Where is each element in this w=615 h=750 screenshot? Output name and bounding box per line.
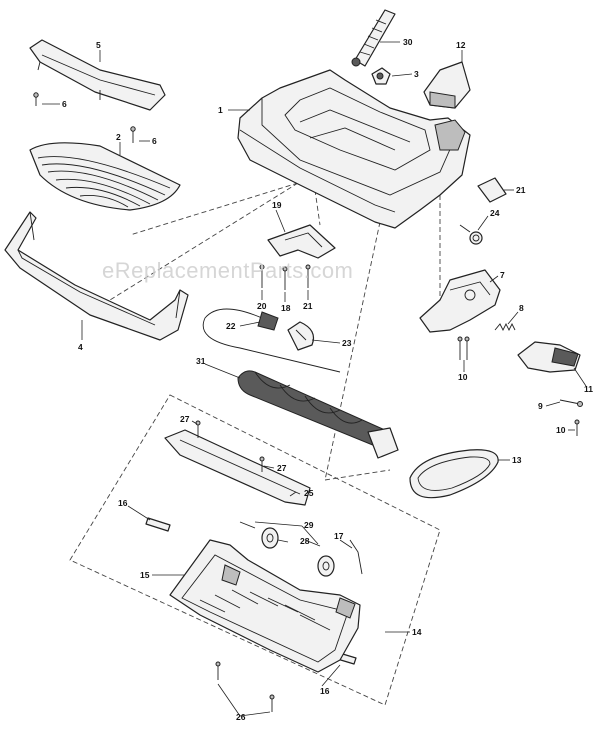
callout-18: 18 [281,303,291,313]
part-wheel-29b [317,555,335,577]
part-fitting [371,67,391,85]
part-pin [559,399,583,407]
callout-7: 7 [500,270,505,280]
assembly-guide-lines [69,182,441,706]
part-screw-27b [259,456,265,472]
callout-10b: 10 [556,425,566,435]
callout-6a: 6 [62,99,67,109]
part-plate [267,224,336,259]
callout-8: 8 [519,303,524,313]
part-screw-21b [305,264,311,288]
part-lamp-socket [202,308,341,373]
callout-22: 22 [226,321,236,331]
part-main-housing [237,69,471,229]
part-screws-25 [215,661,275,712]
callout-12: 12 [456,40,466,50]
callout-17: 17 [334,531,344,541]
callout-30: 29 [304,520,314,530]
part-pedal [423,61,471,109]
part-screw-18 [282,266,288,290]
callout-16b: 16 [320,686,330,696]
part-wheel-29a [261,527,279,549]
callout-31: 31 [196,356,206,366]
callout-3: 3 [414,69,419,79]
callout-19: 30 [403,37,413,47]
callout-1: 1 [218,105,223,115]
callout-10a: 10 [458,372,468,382]
part-bulb [287,321,315,351]
part-front-frame [4,211,189,341]
callout-15: 15 [140,570,150,580]
callout-26: 21 [516,185,526,195]
callout-16a: 16 [118,498,128,508]
part-pin-16a [145,517,171,532]
part-bumper-bar [29,39,166,111]
part-hex-key [349,539,363,575]
part-swivel-hose [351,9,396,67]
part-pad [477,177,507,203]
leader-lines [42,41,587,717]
part-torsion-spring [459,224,483,245]
part-brushroll [237,370,399,459]
part-screw-21a [259,264,265,288]
callout-27a: 27 [180,414,190,424]
callout-21a: 20 [257,301,267,311]
part-base-plate [169,539,361,673]
part-pins-30 [239,521,321,547]
callout-29: 28 [300,536,310,546]
part-screw-6a [33,92,39,106]
callout-6b: 6 [152,136,157,146]
part-screw-6b [130,126,136,143]
callout-2: 2 [116,132,121,142]
part-bottom-plate-strip [164,429,311,506]
callout-11: 11 [584,384,593,394]
part-screws-10a [457,336,470,360]
callout-5: 5 [96,40,101,50]
callout-14: 14 [412,627,422,637]
callout-27b: 27 [277,463,287,473]
callout-28: 24 [490,208,500,218]
callout-20: 19 [272,200,282,210]
callout-13: 13 [512,455,522,465]
part-bracket [419,269,501,333]
callout-9: 9 [538,401,543,411]
part-grille-filter [29,142,181,211]
callout-labels: 5 6 6 2 4 1 30 3 12 21 24 7 8 10 11 9 10… [62,37,593,722]
callout-23: 23 [342,338,352,348]
part-screw-10b [574,419,580,436]
part-compression-spring [494,322,516,332]
part-release-lever [517,341,581,373]
watermark-text: eReplacementParts.com [102,258,353,283]
callout-24: 25 [304,488,314,498]
part-drive-belt [409,449,499,499]
callout-25: 26 [236,712,246,722]
callout-4: 4 [78,342,83,352]
callout-21b: 21 [303,301,313,311]
